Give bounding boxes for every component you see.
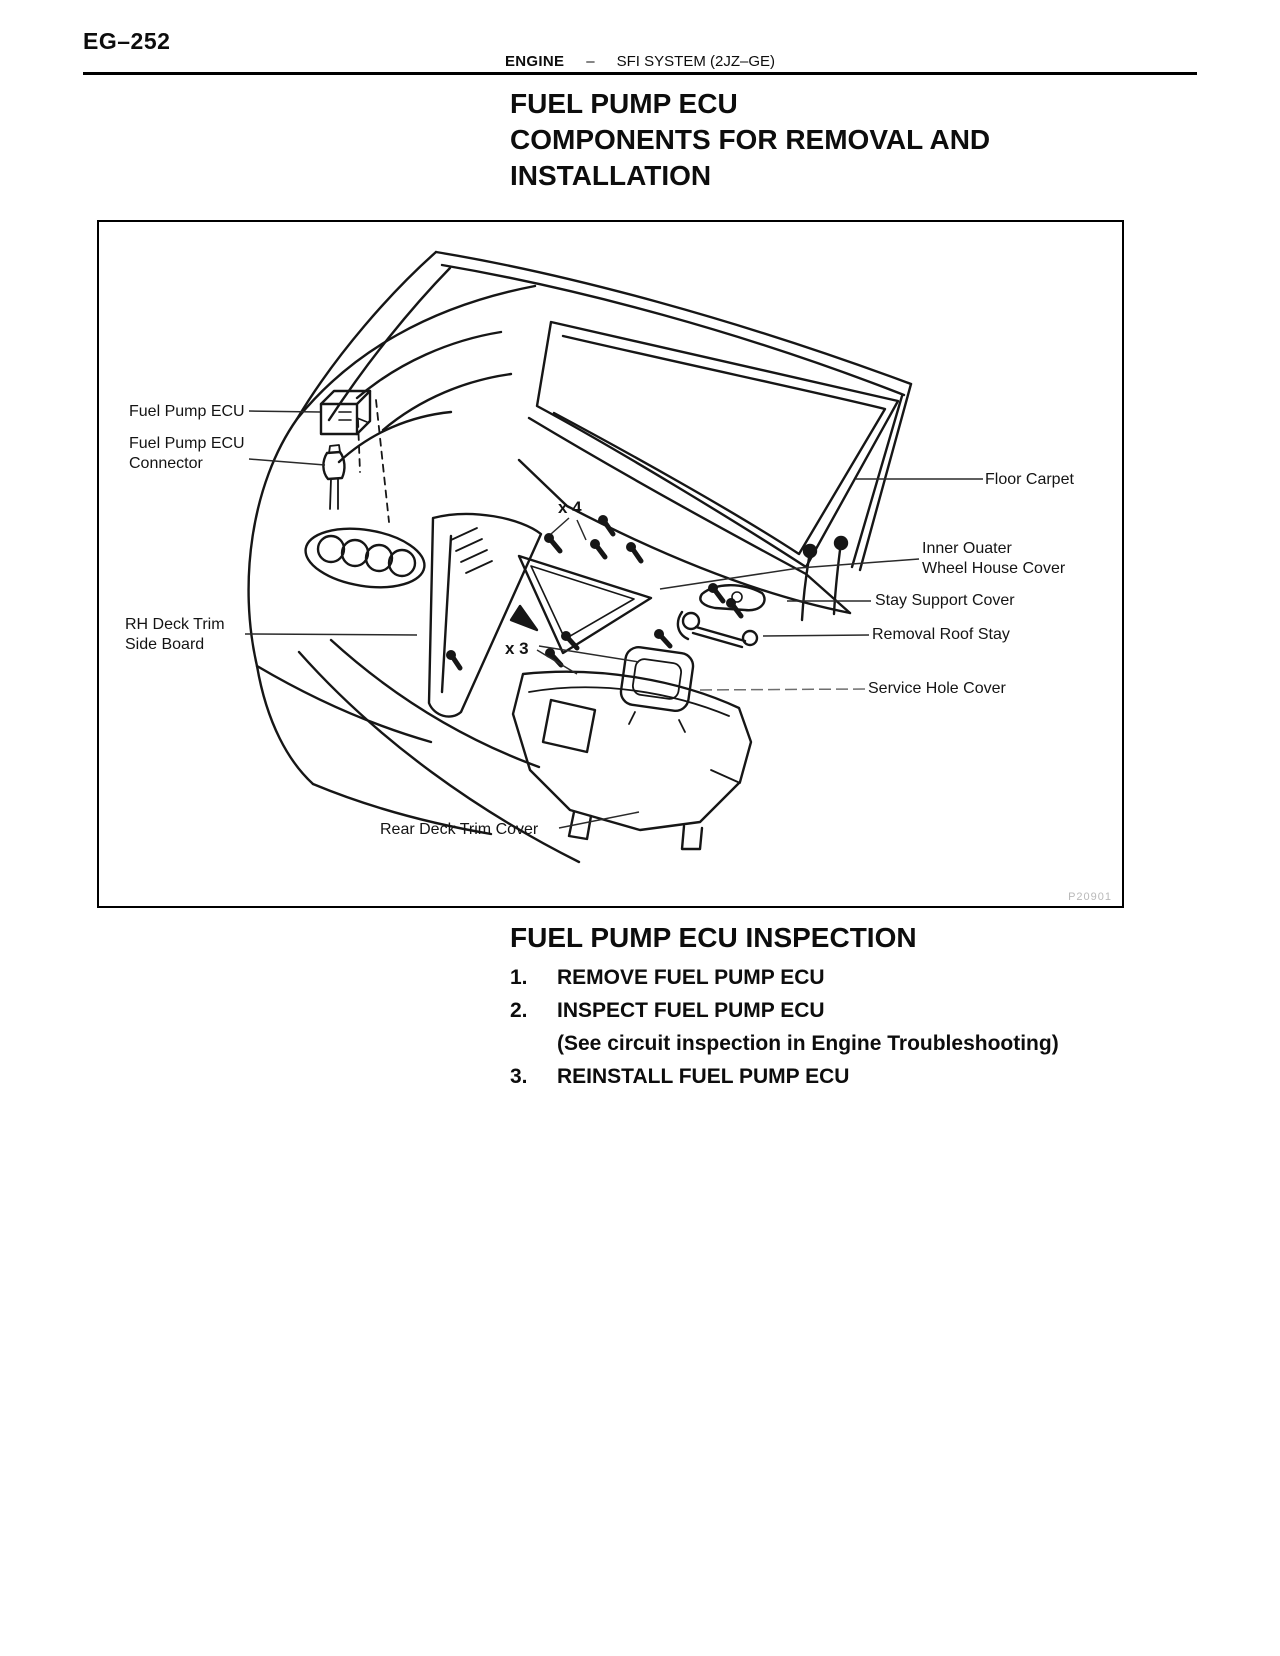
label-floor-carpet: Floor Carpet [985, 471, 1074, 488]
step-text: INSPECT FUEL PUMP ECU [557, 999, 825, 1022]
step-number: 2. [510, 999, 528, 1022]
page-code: EG–252 [83, 28, 171, 54]
inspection-heading: FUEL PUMP ECU INSPECTION [510, 922, 917, 953]
inspection-steps: 1. REMOVE FUEL PUMP ECU 2. INSPECT FUEL … [510, 961, 1150, 1093]
car-rear-exploded-diagram [244, 250, 983, 864]
running-header: ENGINE – SFI SYSTEM (2JZ–GE) [0, 53, 1280, 70]
header-separator: – [586, 53, 595, 70]
step-text: REMOVE FUEL PUMP ECU [557, 966, 825, 989]
label-rear-deck-trim-cover: Rear Deck Trim Cover [380, 821, 539, 838]
step-row: 2. INSPECT FUEL PUMP ECU [510, 994, 1150, 1027]
step-text: REINSTALL FUEL PUMP ECU [557, 1065, 850, 1088]
header-subsection-label: SFI SYSTEM (2JZ–GE) [616, 53, 775, 70]
step-number: 3. [510, 1065, 528, 1088]
label-fuel-pump-ecu: Fuel Pump ECU [129, 403, 245, 420]
label-qty-x3: x 3 [505, 639, 529, 658]
page-title-line: INSTALLATION [510, 160, 712, 191]
step-row: 3. REINSTALL FUEL PUMP ECU [510, 1060, 1150, 1093]
figure-frame: Fuel Pump ECU Fuel Pump ECU Connector RH… [97, 220, 1124, 908]
label-rh-deck-trim-side-board: RH Deck Trim Side Board [125, 616, 225, 653]
step-row: 1. REMOVE FUEL PUMP ECU [510, 961, 1150, 994]
label-qty-x4: x 4 [558, 498, 582, 517]
header-section-label: ENGINE [504, 53, 565, 70]
figure-code: P20901 [1068, 891, 1112, 903]
label-removal-roof-stay: Removal Roof Stay [872, 626, 1010, 643]
label-service-hole-cover: Service Hole Cover [868, 680, 1006, 697]
label-stay-support-cover: Stay Support Cover [875, 592, 1015, 609]
page-title: FUEL PUMP ECU COMPONENTS FOR REMOVAL AND… [510, 86, 990, 194]
page-title-line: FUEL PUMP ECU [510, 88, 738, 119]
header-rule [83, 72, 1197, 75]
step-number: 1. [510, 966, 528, 989]
label-fuel-pump-ecu-connector: Fuel Pump ECU Connector [129, 435, 245, 472]
label-inner-quarter-wheel-house-cover: Inner Ouater Wheel House Cover [922, 540, 1066, 577]
step-note: (See circuit inspection in Engine Troubl… [557, 1032, 1059, 1055]
page-title-line: COMPONENTS FOR REMOVAL AND [510, 124, 991, 155]
